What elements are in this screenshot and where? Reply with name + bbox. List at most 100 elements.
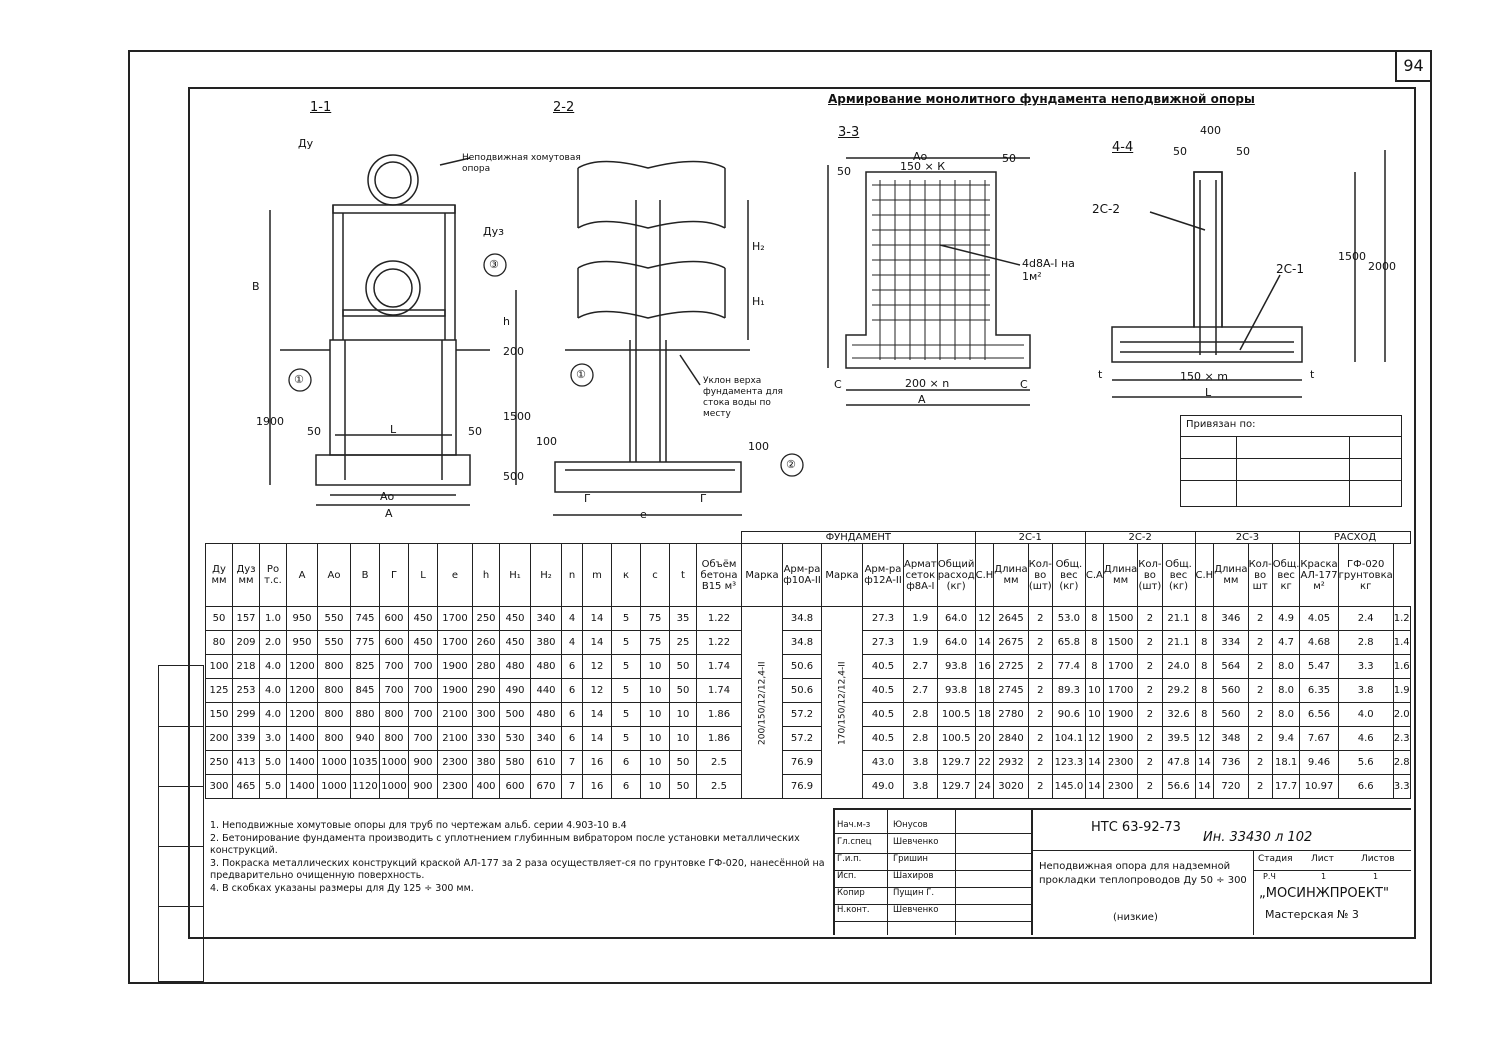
table-cell: 1.2: [1392, 606, 1411, 631]
signature-name: Гришин: [893, 854, 928, 864]
dim-150k: 150 × К: [900, 160, 946, 173]
notes: 1. Неподвижные хомутовые опоры для труб …: [210, 820, 830, 895]
table-cell: 27.3: [862, 630, 904, 655]
table-cell: 200: [205, 726, 233, 751]
b-label: В: [252, 280, 260, 293]
table-cell: 64.0: [936, 606, 976, 631]
table-cell: 280: [472, 654, 500, 679]
table-cell: 2: [1137, 606, 1163, 631]
group-consumption: РАСХОД: [1299, 531, 1411, 544]
table-cell: 14: [1084, 774, 1104, 799]
table-cell: 64.0: [936, 630, 976, 655]
signature-name: Юнусов: [893, 820, 928, 830]
table-cell: 845: [350, 678, 380, 703]
table-cell: 1900: [1102, 702, 1139, 727]
column-header: m: [582, 543, 612, 607]
c-right-label: С: [1020, 378, 1028, 391]
table-cell: 560: [1213, 678, 1249, 703]
table-cell: 12: [582, 678, 612, 703]
table-cell: 12: [974, 606, 995, 631]
column-header: Марка: [741, 543, 783, 607]
table-cell: 1.0: [259, 606, 287, 631]
column-header: Кол-во (шт): [1027, 543, 1053, 607]
stage-label: Стадия: [1258, 854, 1293, 864]
table-cell: 340: [530, 606, 562, 631]
section-4-drawing: [1111, 150, 1386, 398]
table-cell: 2: [1247, 654, 1273, 679]
table-cell: 2: [1137, 654, 1163, 679]
table-cell: 2: [1137, 630, 1163, 655]
table-cell: 4.6: [1337, 726, 1394, 751]
note-2: 2. Бетонирование фундамента производить …: [210, 832, 800, 857]
table-cell: 1700: [437, 630, 473, 655]
column-header: Н₁: [499, 543, 531, 607]
table-cell: 720: [1213, 774, 1249, 799]
table-cell: 6: [561, 702, 583, 727]
dim-50-44-right: 50: [1236, 145, 1250, 158]
table-cell: 2.7: [903, 678, 938, 703]
table-cell: 8: [1084, 630, 1104, 655]
a-label: А: [385, 507, 393, 520]
table-cell: 10: [669, 726, 697, 751]
table-cell: 5: [611, 630, 641, 655]
column-header: С.Н: [974, 543, 995, 607]
table-cell: 4.0: [259, 702, 287, 727]
table-cell: 14: [1194, 774, 1215, 799]
table-cell: 450: [408, 606, 438, 631]
table-cell: 334: [1213, 630, 1249, 655]
table-cell: 2: [1137, 726, 1163, 751]
dim-50-44-left: 50: [1173, 145, 1187, 158]
signature-role: Н.конт.: [837, 905, 870, 915]
table-cell: 35: [669, 606, 697, 631]
table-cell: 260: [472, 630, 500, 655]
column-header: Арм-ра ф12А-II: [862, 543, 904, 607]
table-cell: 65.8: [1051, 630, 1086, 655]
l-label: L: [390, 423, 397, 436]
table-cell: 104.1: [1051, 726, 1086, 751]
table-cell: 2300: [1102, 774, 1139, 799]
signature-name: Шевченко: [893, 905, 939, 915]
table-cell: 1035: [350, 750, 380, 775]
table-cell: 465: [232, 774, 260, 799]
table-cell: 800: [317, 654, 351, 679]
table-cell: 4.0: [259, 678, 287, 703]
table-cell: 6: [561, 726, 583, 751]
table-cell: 21.1: [1161, 606, 1196, 631]
signature-role: Нач.м-з: [837, 820, 871, 830]
table-cell: 218: [232, 654, 260, 679]
table-cell: 1.86: [696, 702, 742, 727]
table-cell: 2: [1247, 750, 1273, 775]
table-cell: 2300: [437, 750, 473, 775]
table-cell: 5.0: [259, 750, 287, 775]
table-cell: 40.5: [862, 726, 904, 751]
table-cell: 1.6: [1392, 654, 1411, 679]
table-cell: 8: [1084, 654, 1104, 679]
table-cell: 50.6: [782, 678, 822, 703]
dim-400: 400: [1200, 124, 1221, 137]
table-cell: 880: [350, 702, 380, 727]
column-header: L: [408, 543, 438, 607]
column-header: Армат сеток ф8А-I: [903, 543, 938, 607]
table-cell: 2645: [993, 606, 1029, 631]
table-cell: 1200: [286, 702, 318, 727]
table-cell: 700: [408, 702, 438, 727]
table-cell: 3.0: [259, 726, 287, 751]
reinforcement-title: Армирование монолитного фундамента непод…: [828, 92, 1255, 106]
table-cell: 600: [499, 774, 531, 799]
table-cell: 14: [1194, 750, 1215, 775]
column-header: Арм-ра ф10А-II: [782, 543, 822, 607]
table-cell: 57.2: [782, 702, 822, 727]
column-header: Общ. вес (кг): [1051, 543, 1086, 607]
table-cell: 700: [408, 654, 438, 679]
table-cell: 2100: [437, 702, 473, 727]
column-header: Ро т.с.: [259, 543, 287, 607]
ao-label: Ао: [380, 490, 395, 503]
table-cell: 5.47: [1299, 654, 1339, 679]
table-cell: 129.7: [936, 774, 976, 799]
table-cell: 43.0: [862, 750, 904, 775]
table-cell: 800: [379, 702, 409, 727]
table-cell: 12: [1194, 726, 1215, 751]
table-cell: 32.6: [1161, 702, 1196, 727]
